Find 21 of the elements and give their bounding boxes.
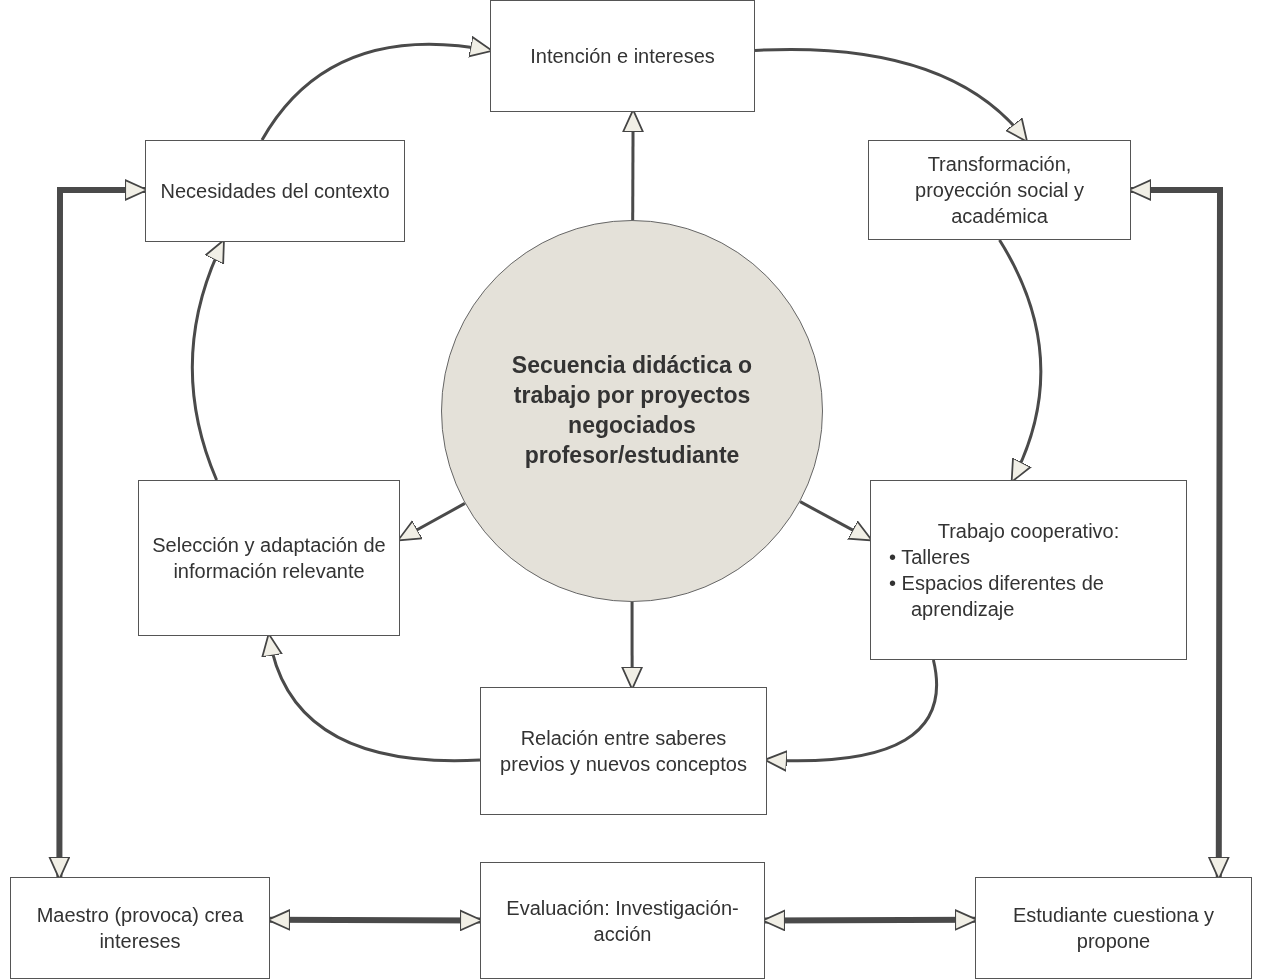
bullet-item: • Espacios diferentes de aprendizaje bbox=[889, 571, 1105, 622]
box-text: Intención e intereses bbox=[530, 44, 715, 69]
concept-box bbox=[480, 687, 767, 815]
box-text: Relación entre saberes previos y nuevos conceptos bbox=[499, 726, 748, 777]
box-text: Estudiante cuestiona y propone bbox=[1011, 903, 1216, 954]
concept-box bbox=[870, 480, 1187, 660]
concept-box bbox=[480, 862, 765, 979]
box-text: Selección y adaptación de información relevante bbox=[151, 533, 387, 584]
concept-box bbox=[975, 877, 1252, 979]
box-text: Transformación, proyección social y académica bbox=[914, 152, 1085, 229]
box-text: Secuencia didáctica o trabajo por proyectos negociados profesor/estudiante bbox=[510, 351, 754, 470]
concept-box bbox=[10, 877, 270, 979]
concept-box bbox=[490, 0, 755, 112]
box-text: Evaluación: Investigación-acción bbox=[505, 895, 740, 947]
bullet-item: • Talleres bbox=[889, 545, 972, 570]
concept-box bbox=[145, 140, 405, 242]
box-heading: Trabajo cooperativo: bbox=[937, 519, 1120, 544]
box-text: Maestro (provoca) crea intereses bbox=[35, 903, 245, 954]
concept-box bbox=[868, 140, 1131, 240]
concept-box bbox=[138, 480, 400, 636]
box-text: Necesidades del contexto bbox=[160, 179, 390, 204]
